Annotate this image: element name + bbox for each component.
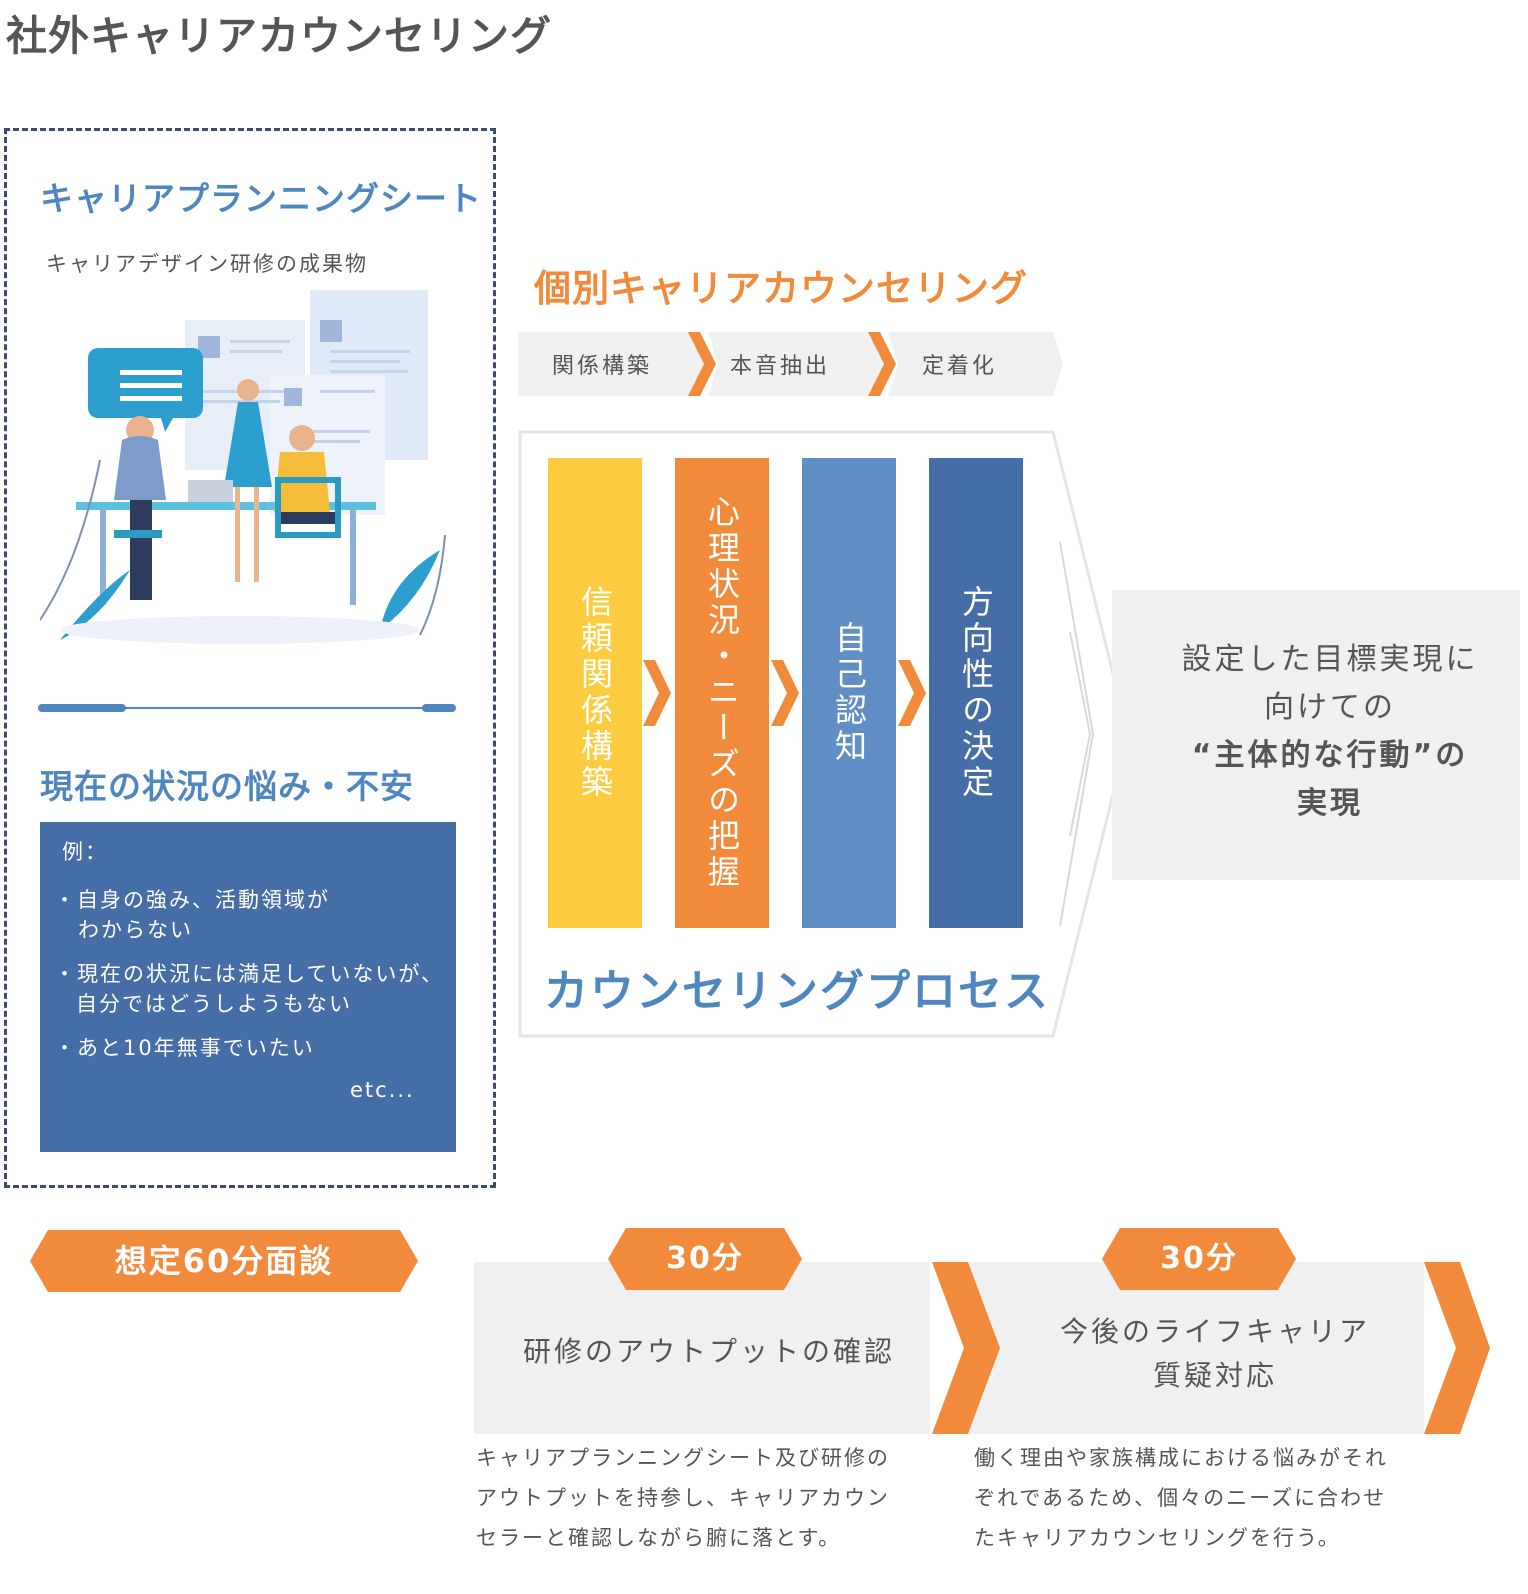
worry-item-cont: わからない xyxy=(78,918,193,942)
segment-1-label: 研修のアウトプットの確認 xyxy=(522,1335,895,1368)
step-relationship: 関係構築 xyxy=(552,354,653,379)
interview-flow xyxy=(474,1262,1490,1434)
worries-title: 現在の状況の悩み・不安 xyxy=(40,767,414,806)
process-bar-trust: 信頼関係構築 xyxy=(548,458,642,928)
goal-text: 設定した目標実現に 向けての “主体的な行動”の 実現 xyxy=(1181,642,1479,821)
segment-1-description: キャリアプランニングシート及び研修の アウトプットを持参し、キャリアカウン セラ… xyxy=(476,1446,890,1550)
segment-1-minutes: 30分 xyxy=(666,1241,744,1276)
segment-2-description: 働く理由や家族構成における悩みがそれ ぞれであるため、個々のニーズに合わせ たキ… xyxy=(974,1446,1388,1550)
process-title: カウンセリングプロセス xyxy=(544,966,1050,1017)
office-meeting-illustration xyxy=(40,290,446,644)
worry-item: ・あと10年無事でいたい xyxy=(54,1036,315,1060)
worry-item: ・現在の状況には満足していないが、 xyxy=(54,962,444,986)
process-chevrons xyxy=(643,660,926,726)
example-label: 例： xyxy=(62,840,108,864)
planning-sheet-subtitle: キャリアデザイン研修の成果物 xyxy=(46,252,368,276)
stage-steps-bar xyxy=(518,332,1063,396)
step-establish: 定着化 xyxy=(922,354,998,379)
segment-2-label: 今後のライフキャリア 質疑対応 xyxy=(1059,1315,1370,1392)
etc-label: etc... xyxy=(350,1078,415,1102)
step-true-feelings: 本音抽出 xyxy=(730,354,831,379)
planning-sheet-panel xyxy=(4,128,496,1188)
worry-item-cont: 自分ではどうしようもない xyxy=(76,992,352,1016)
goal-box xyxy=(1112,590,1520,880)
planning-sheet-title: キャリアプランニングシート xyxy=(40,179,482,218)
process-bar-self-awareness: 自己認知 xyxy=(802,458,896,928)
segment-1-minutes-badge xyxy=(608,1228,802,1290)
section-divider xyxy=(38,704,456,712)
segment-2-minutes: 30分 xyxy=(1160,1241,1238,1276)
individual-counseling-title: 個別キャリアカウンセリング xyxy=(534,267,1028,310)
interview-badge xyxy=(30,1230,418,1292)
worry-item: ・自身の強み、活動領域が xyxy=(54,888,330,912)
page-title: 社外キャリアカウンセリング xyxy=(6,12,552,60)
worries-box: 例： ・自身の強み、活動領域が わからない ・現在の状況には満足していないが、 … xyxy=(40,822,456,1152)
process-bar-direction: 方向性の決定 xyxy=(929,458,1023,928)
segment-2-minutes-badge xyxy=(1102,1228,1296,1290)
process-bar-needs: 心理状況・ニーズの把握 xyxy=(675,458,769,928)
interview-badge-label: 想定60分面談 xyxy=(114,1242,334,1280)
